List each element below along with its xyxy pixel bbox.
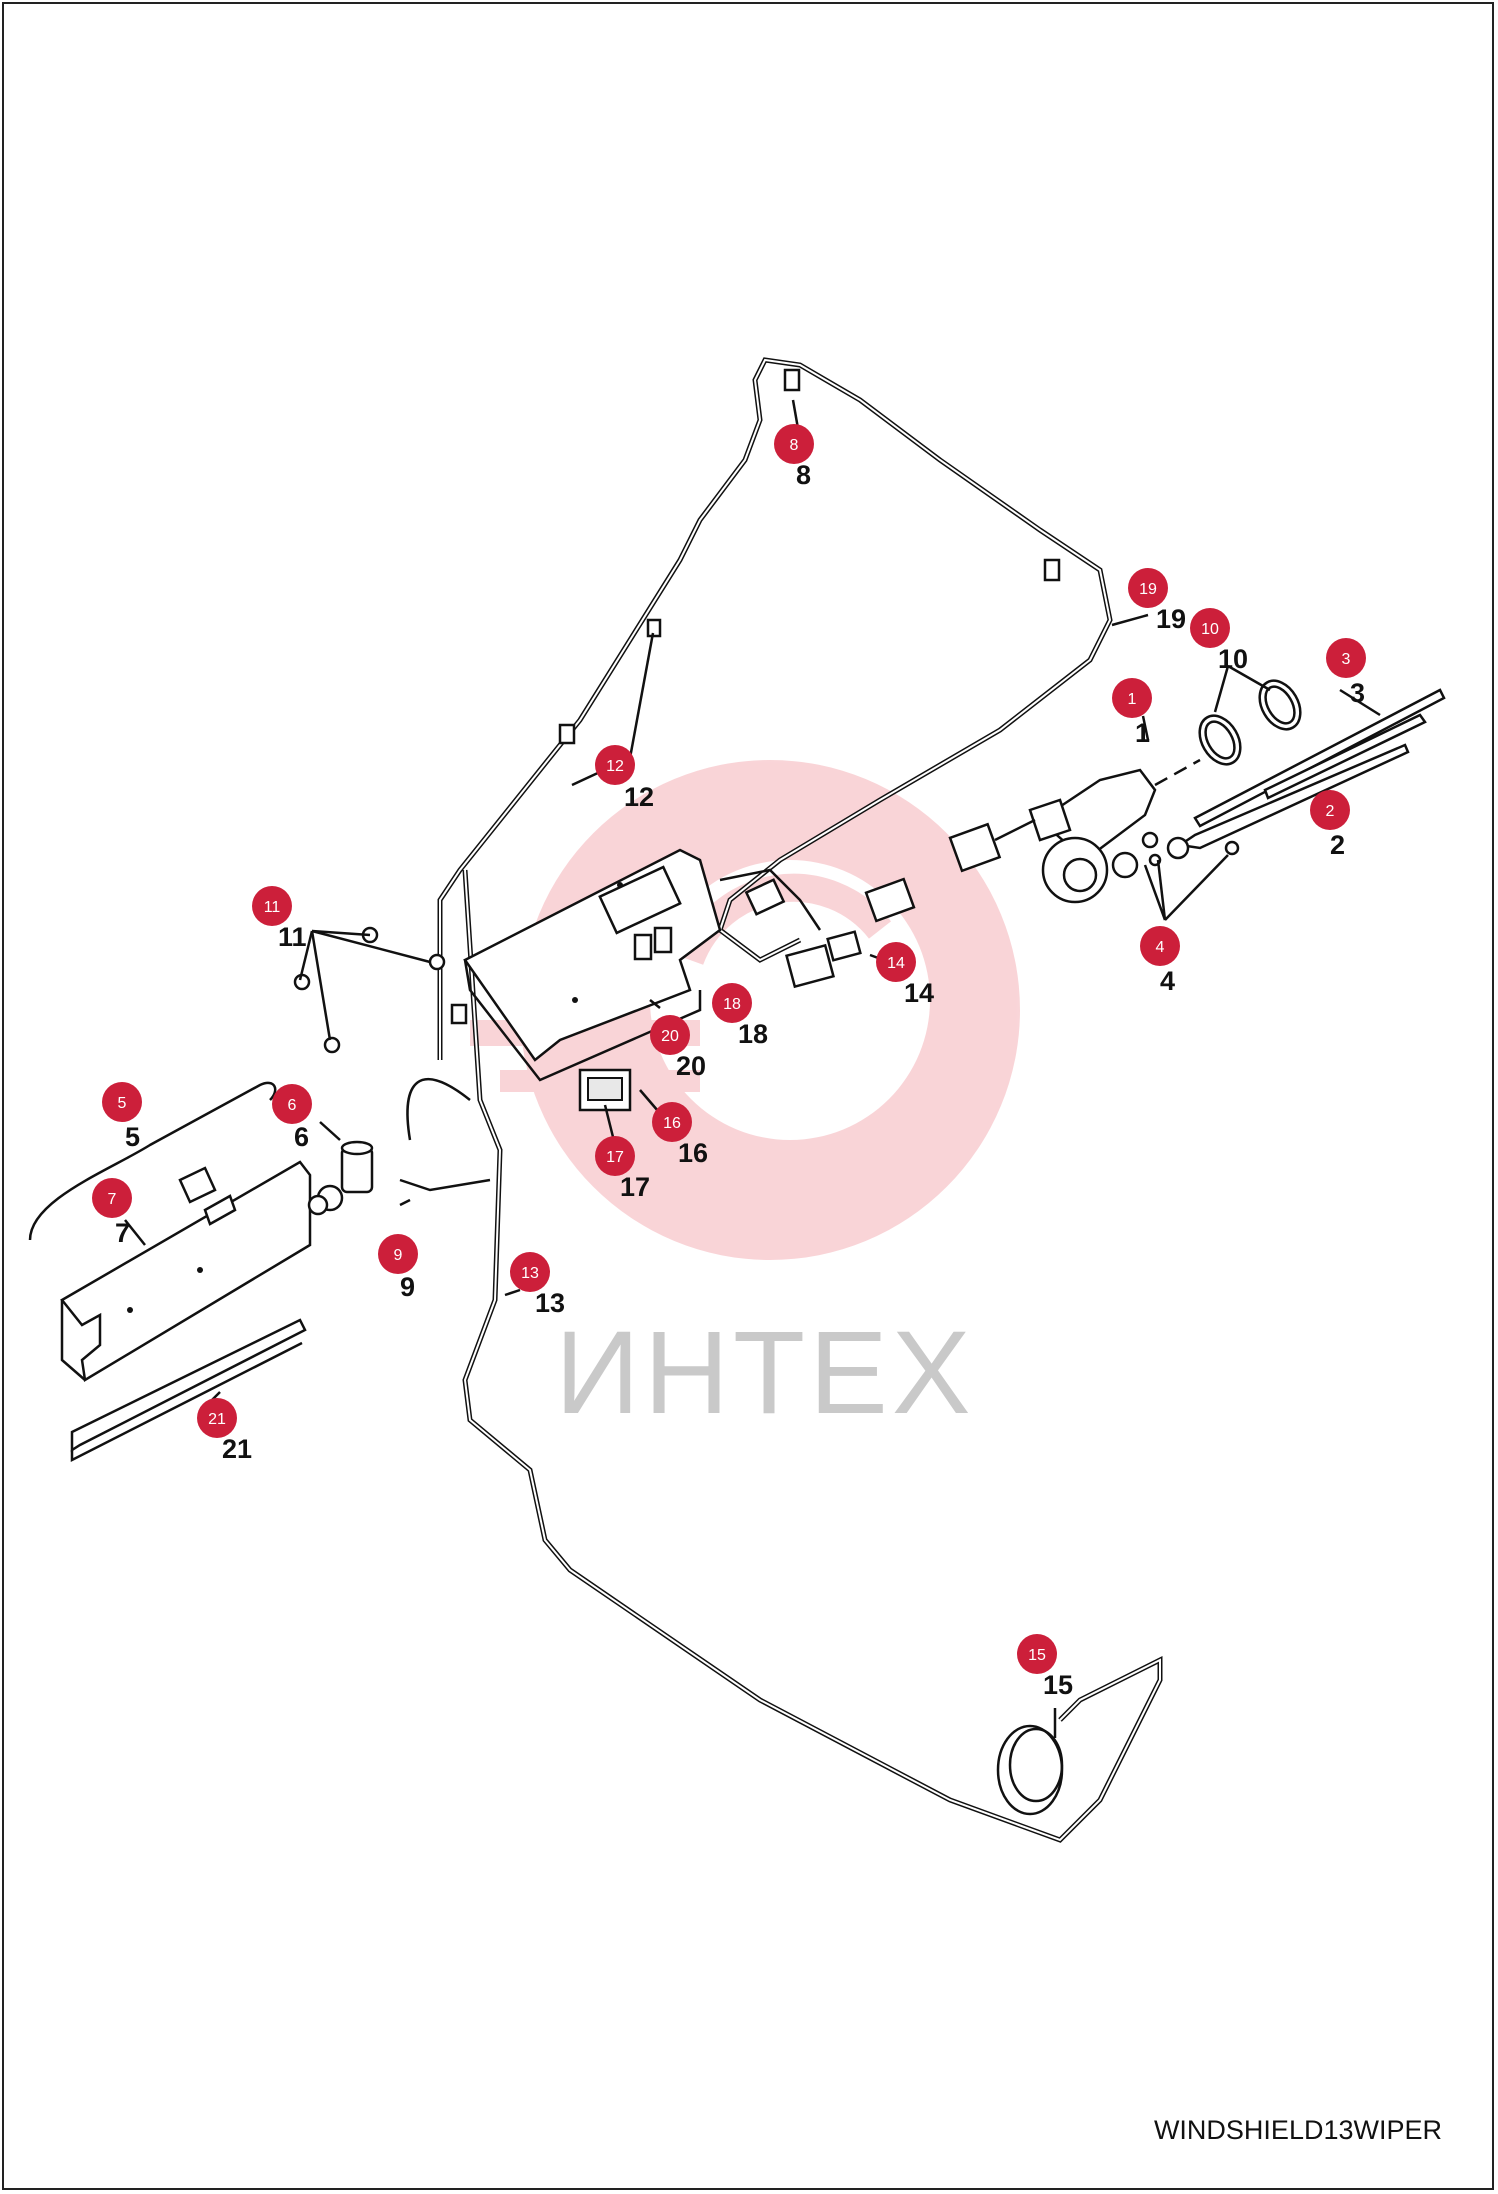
badge-16	[652, 1102, 692, 1142]
badge-3	[1326, 638, 1366, 678]
badge-label-15: 15	[1028, 1647, 1046, 1664]
badge-label-14: 14	[887, 955, 905, 972]
part-number-10: 10	[1218, 644, 1248, 674]
part-number-17: 17	[620, 1172, 650, 1202]
callout-6: 66	[272, 1084, 312, 1152]
part-number-21: 21	[222, 1434, 252, 1464]
badge-18	[712, 983, 752, 1023]
part-number-14: 14	[904, 978, 934, 1008]
wiring-harness	[399, 357, 1163, 1843]
badge-2	[1310, 790, 1350, 830]
callout-3: 33	[1326, 638, 1366, 708]
badge-label-7: 7	[108, 1191, 117, 1208]
drawing-code-label: WINDSHIELD13WIPER	[1153, 2115, 1442, 2145]
callout-markers: 1122334455667788991010111112121313141415…	[92, 424, 1366, 1700]
badge-label-4: 4	[1156, 939, 1165, 956]
badge-6	[272, 1084, 312, 1124]
badge-label-1: 1	[1128, 691, 1137, 708]
badge-label-13: 13	[521, 1265, 539, 1282]
badge-11	[252, 886, 292, 926]
wiper-motor	[948, 758, 1201, 904]
badge-label-10: 10	[1201, 621, 1219, 638]
watermark-text: ИНТЕХ	[555, 1307, 975, 1439]
part-number-13: 13	[535, 1288, 565, 1318]
badge-label-5: 5	[118, 1095, 127, 1112]
badge-label-19: 19	[1139, 581, 1157, 598]
badge-label-3: 3	[1342, 651, 1351, 668]
badge-label-11: 11	[264, 899, 281, 916]
callout-4: 44	[1140, 926, 1180, 996]
badge-19	[1128, 568, 1168, 608]
part-number-18: 18	[738, 1019, 768, 1049]
badge-5	[102, 1082, 142, 1122]
part-number-19: 19	[1156, 604, 1186, 634]
badge-12	[595, 745, 635, 785]
callout-1: 11	[1112, 678, 1152, 748]
hose-clamps	[1198, 679, 1302, 766]
wiper-arm-and-blade	[1141, 688, 1446, 867]
badge-label-17: 17	[606, 1149, 624, 1166]
badge-label-6: 6	[288, 1097, 297, 1114]
part-number-3: 3	[1350, 678, 1365, 708]
badge-15	[1017, 1634, 1057, 1674]
part-number-4: 4	[1160, 966, 1175, 996]
connectors	[578, 877, 916, 1112]
badge-label-12: 12	[606, 758, 624, 775]
badge-4	[1140, 926, 1180, 966]
part-number-7: 7	[115, 1218, 130, 1248]
badge-20	[650, 1015, 690, 1055]
part-number-12: 12	[624, 782, 654, 812]
badge-8	[774, 424, 814, 464]
callout-8: 88	[774, 424, 814, 490]
badge-1	[1112, 678, 1152, 718]
part-number-15: 15	[1043, 1670, 1073, 1700]
callout-7: 77	[92, 1178, 132, 1248]
part-number-11: 11	[278, 922, 307, 952]
badge-label-18: 18	[723, 996, 741, 1013]
part-number-8: 8	[796, 460, 811, 490]
badge-label-16: 16	[663, 1115, 681, 1132]
callout-2: 22	[1310, 790, 1350, 860]
badge-label-9: 9	[394, 1247, 403, 1264]
part-number-2: 2	[1330, 830, 1345, 860]
part-number-9: 9	[400, 1272, 415, 1302]
part-number-5: 5	[125, 1122, 140, 1152]
badge-13	[510, 1252, 550, 1292]
badge-label-20: 20	[661, 1028, 679, 1045]
badge-10	[1190, 608, 1230, 648]
callout-5: 55	[102, 1082, 142, 1152]
badge-label-2: 2	[1326, 803, 1335, 820]
badge-label-21: 21	[208, 1411, 226, 1428]
wiper-control-module	[463, 848, 722, 1082]
badge-label-8: 8	[790, 437, 799, 454]
badge-21	[197, 1398, 237, 1438]
badge-7	[92, 1178, 132, 1218]
badge-14	[876, 942, 916, 982]
washer-reservoir	[60, 1140, 374, 1463]
callout-9: 99	[378, 1234, 418, 1302]
part-number-1: 1	[1135, 718, 1150, 748]
badge-9	[378, 1234, 418, 1274]
part-number-20: 20	[676, 1051, 706, 1081]
part-number-16: 16	[678, 1138, 708, 1168]
badge-17	[595, 1136, 635, 1176]
part-number-6: 6	[294, 1122, 309, 1152]
